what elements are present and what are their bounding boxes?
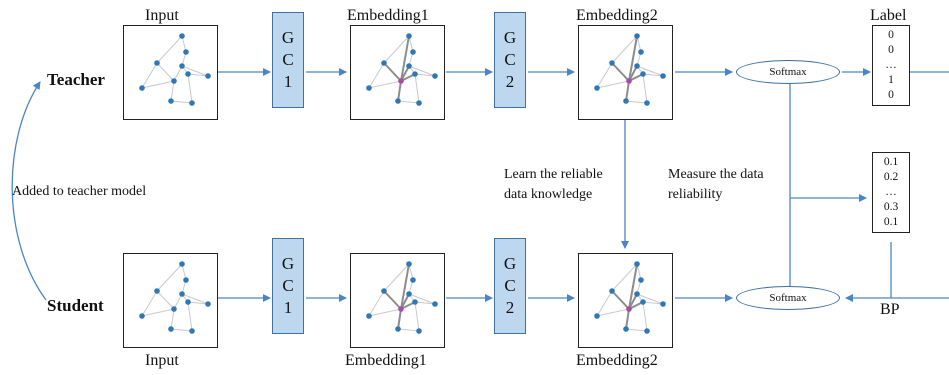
student-embedding1-graph — [350, 253, 445, 348]
gc-number: 2 — [505, 298, 515, 317]
graph-network-icon — [594, 261, 666, 334]
teacher-embedding1-label: Embedding1 — [347, 7, 429, 24]
gc-letter-g: G — [281, 254, 295, 273]
student-softmax: Softmax — [736, 286, 840, 310]
learn-note: Learn the reliable data knowledge — [504, 165, 603, 205]
teacher-gc2-layer: G C 2 — [494, 12, 526, 108]
graph-network-icon — [594, 33, 666, 106]
gc-number: 2 — [505, 72, 515, 91]
gc-number: 1 — [283, 298, 293, 317]
learn-note-line2: data knowledge — [504, 187, 593, 202]
gc-number: 1 — [283, 72, 293, 91]
measure-note-line1: Measure the data — [668, 167, 764, 182]
label-value: … — [885, 59, 897, 71]
label-vector: 0 0 … 1 0 — [872, 25, 910, 106]
label-title: Label — [870, 7, 907, 24]
student-label: Student — [47, 296, 104, 315]
gc-letter-g: G — [281, 28, 295, 47]
student-embedding2-label: Embedding2 — [576, 352, 658, 369]
reliability-value: 0.1 — [883, 216, 899, 228]
teacher-softmax: Softmax — [736, 60, 840, 84]
teacher-label: Teacher — [47, 70, 105, 89]
student-embedding2-graph — [578, 253, 673, 348]
teacher-embedding1-graph — [350, 25, 445, 120]
label-value: 0 — [888, 29, 894, 41]
reliability-value: 0.2 — [883, 171, 899, 183]
reliability-value: 0.3 — [883, 201, 899, 213]
gc-letter-g: G — [503, 254, 517, 273]
student-embedding1-label: Embedding1 — [345, 352, 427, 369]
teacher-embedding2-label: Embedding2 — [576, 7, 658, 24]
label-value: 0 — [888, 89, 894, 101]
label-value: 0 — [888, 44, 894, 56]
gc-letter-c: C — [282, 50, 294, 69]
teacher-input-graph — [123, 25, 218, 120]
measure-note-line2: reliability — [668, 187, 723, 202]
student-input-graph — [123, 253, 218, 348]
bp-label: BP — [880, 301, 900, 318]
teacher-embedding2-graph — [578, 25, 673, 120]
learn-note-line1: Learn the reliable — [504, 167, 603, 182]
teacher-input-label: Input — [145, 7, 179, 24]
graph-network-icon — [139, 33, 211, 106]
graph-network-icon — [366, 33, 438, 106]
label-value: 1 — [888, 74, 894, 86]
reliability-vector: 0.1 0.2 … 0.3 0.1 — [872, 152, 910, 233]
reliability-value: … — [885, 186, 897, 198]
student-input-label: Input — [145, 352, 179, 369]
gc-letter-g: G — [503, 28, 517, 47]
measure-note: Measure the data reliability — [668, 165, 764, 205]
teacher-gc1-layer: G C 1 — [272, 12, 304, 108]
side-note: Added to teacher model — [12, 184, 147, 199]
gc-letter-c: C — [504, 50, 516, 69]
graph-network-icon — [366, 261, 438, 334]
reliability-value: 0.1 — [883, 156, 899, 168]
student-gc2-layer: G C 2 — [494, 238, 526, 334]
gc-letter-c: C — [504, 276, 516, 295]
gc-letter-c: C — [282, 276, 294, 295]
graph-network-icon — [139, 261, 211, 334]
student-gc1-layer: G C 1 — [272, 238, 304, 334]
